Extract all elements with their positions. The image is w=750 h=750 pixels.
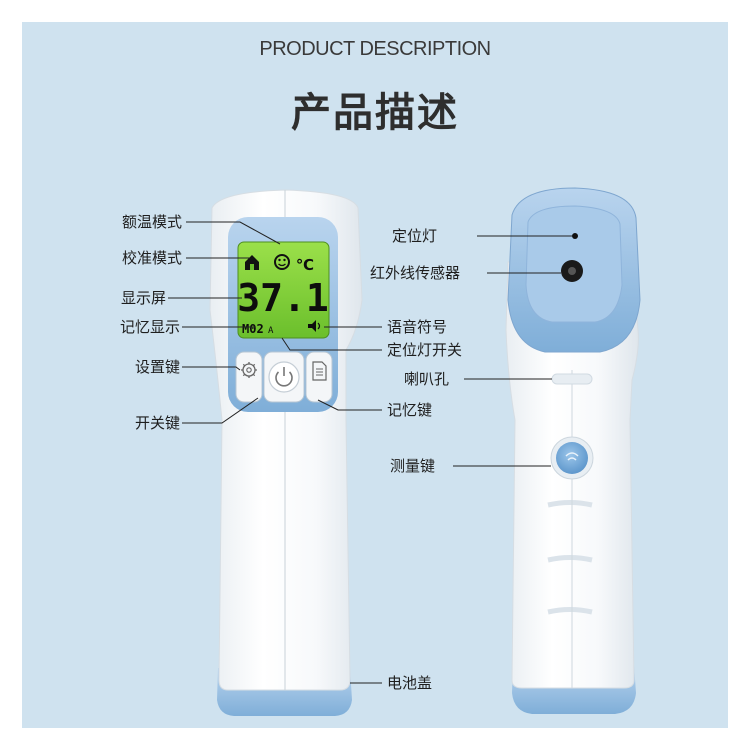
label-settings-key: 设置键 [134, 358, 180, 376]
subtitle-en: PRODUCT DESCRIPTION [259, 38, 491, 60]
label-memory-key: 记忆键 [387, 401, 433, 419]
label-memory-display: 记忆显示 [119, 318, 180, 336]
wave-icon [565, 452, 579, 461]
power-icon [275, 367, 293, 387]
label-ir-sensor: 红外线传感器 [370, 264, 461, 282]
label-position-light: 定位灯 [392, 227, 438, 245]
svg-text:A: A [268, 326, 274, 336]
thermometer-side [505, 187, 641, 714]
document-icon [312, 361, 327, 381]
position-light [572, 233, 578, 239]
lcd-screen [237, 241, 330, 339]
label-power-key: 开关键 [134, 414, 180, 432]
speaker-icon [308, 320, 316, 332]
gear-icon [241, 362, 257, 378]
label-calibration-mode: 校准模式 [121, 249, 182, 267]
label-battery-cover: 电池盖 [387, 674, 433, 692]
page-title: 产品描述 [291, 90, 459, 136]
callout-lines [168, 221, 572, 684]
label-speaker-hole: 喇叭孔 [404, 370, 450, 388]
memory-indicator: M02 [242, 322, 264, 336]
celsius-unit: ℃ [296, 256, 314, 274]
house-icon [245, 255, 259, 270]
label-display-screen: 显示屏 [120, 289, 166, 307]
thermometer-front: 37.1 ℃ M02 A [209, 189, 363, 716]
face-icon [274, 254, 290, 270]
label-voice-symbol: 语音符号 [387, 318, 448, 336]
memory-button[interactable] [305, 351, 333, 403]
label-forehead-mode: 额温模式 [121, 213, 182, 231]
label-position-light-switch: 定位灯开关 [387, 341, 463, 359]
speaker-hole [551, 373, 593, 385]
temperature-reading: 37.1 [237, 276, 329, 320]
label-measure-key: 测量键 [390, 457, 436, 475]
